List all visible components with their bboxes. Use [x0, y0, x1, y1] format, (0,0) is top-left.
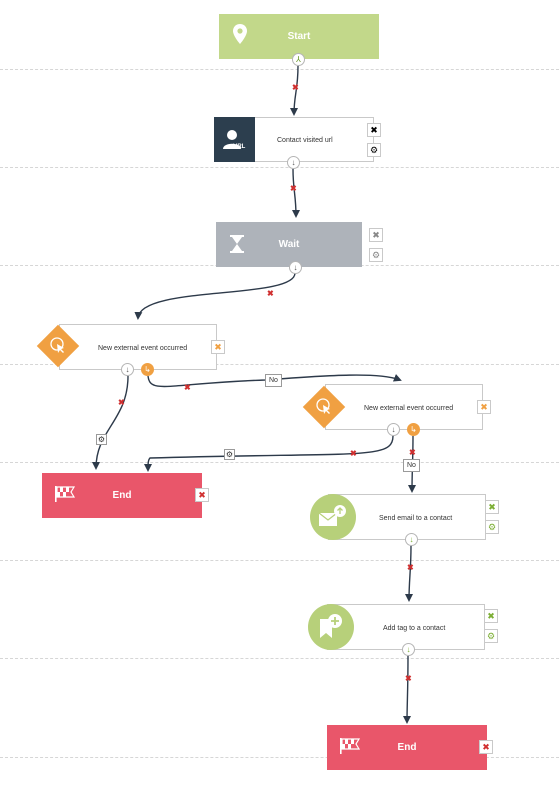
add-tag-settings-button[interactable]: ⚙ — [484, 629, 498, 643]
wait-delete-button[interactable]: ✖ — [369, 228, 383, 242]
no-branch-label-2: No — [403, 459, 420, 472]
start-output-port[interactable]: ⅄ — [292, 53, 305, 66]
add-tag-output-port[interactable]: ↓ — [402, 643, 415, 656]
connector-settings-button[interactable]: ⚙ — [96, 434, 107, 445]
row-divider — [0, 560, 559, 561]
hourglass-icon — [230, 235, 244, 256]
contact-visited-url-label: Contact visited url — [277, 137, 333, 144]
delete-connector-icon[interactable]: ✖ — [405, 674, 412, 683]
end-1-delete-button[interactable]: ✖ — [195, 488, 209, 502]
end-node-2[interactable]: End — [327, 725, 487, 770]
end-2-delete-button[interactable]: ✖ — [479, 740, 493, 754]
start-label: Start — [287, 31, 311, 42]
external-event-2-settings-button[interactable]: ✖ — [477, 400, 491, 414]
connector-contact-wait — [291, 168, 300, 218]
delete-connector-icon[interactable]: ✖ — [409, 448, 416, 457]
delete-connector-icon[interactable]: ✖ — [118, 398, 125, 407]
row-divider — [0, 69, 559, 70]
end-label-1: End — [112, 490, 132, 501]
url-icon-text: URL — [233, 144, 246, 150]
start-node[interactable]: Start — [219, 14, 379, 59]
send-email-delete-button[interactable]: ✖ — [485, 500, 499, 514]
add-tag-label: Add tag to a contact — [383, 624, 446, 632]
delete-connector-icon[interactable]: ✖ — [184, 383, 191, 392]
external-event-1-settings-button[interactable]: ✖ — [211, 340, 225, 354]
external-event-2-no-port[interactable]: ↳ — [407, 423, 420, 436]
row-divider — [0, 167, 559, 168]
connector-wait-event1 — [134, 272, 296, 320]
row-divider — [0, 462, 559, 463]
external-event-node-1[interactable]: New external event occurred — [59, 324, 217, 370]
no-branch-label-1: No — [265, 374, 282, 387]
connector-start-contact — [290, 65, 299, 116]
email-send-icon — [310, 494, 356, 540]
delete-connector-icon[interactable]: ✖ — [350, 449, 357, 458]
delete-connector-icon[interactable]: ✖ — [290, 184, 297, 193]
wait-node[interactable]: Wait — [216, 222, 362, 267]
contact-visited-url-settings-button[interactable]: ⚙ — [367, 143, 381, 157]
wait-settings-button[interactable]: ⚙ — [369, 248, 383, 262]
cursor-click-icon-glyph — [50, 337, 64, 353]
end-node-1[interactable]: End — [42, 473, 202, 518]
external-event-1-no-port[interactable]: ↳ — [141, 363, 154, 376]
checkered-flag-icon — [54, 485, 76, 506]
external-event-label-2: New external event occurred — [364, 404, 454, 412]
external-event-2-yes-port[interactable]: ↓ — [387, 423, 400, 436]
external-event-label-1: New external event occurred — [98, 344, 188, 352]
cursor-click-icon-glyph — [316, 398, 330, 414]
send-email-output-port[interactable]: ↓ — [405, 533, 418, 546]
send-email-settings-button[interactable]: ⚙ — [485, 520, 499, 534]
delete-connector-icon[interactable]: ✖ — [267, 289, 274, 298]
connector-settings-button[interactable]: ⚙ — [224, 449, 235, 460]
contact-visited-url-delete-button[interactable]: ✖ — [367, 123, 381, 137]
user-url-icon: URL — [214, 117, 255, 162]
end-label-2: End — [397, 742, 417, 753]
row-divider — [0, 757, 559, 758]
send-email-label: Send email to a contact — [379, 514, 453, 522]
map-pin-icon — [233, 24, 247, 47]
bookmark-add-icon — [308, 604, 354, 650]
connector-event1-end1 — [92, 375, 129, 470]
branch-icon: ⅄ — [296, 55, 301, 64]
connector-tag-end2 — [403, 655, 412, 724]
connector-event2-end1 — [144, 435, 394, 472]
wait-output-port[interactable]: ↓ — [289, 261, 302, 274]
external-event-node-2[interactable]: New external event occurred — [325, 384, 483, 430]
delete-connector-icon[interactable]: ✖ — [407, 563, 414, 572]
external-event-1-yes-port[interactable]: ↓ — [121, 363, 134, 376]
contact-visited-url-output-port[interactable]: ↓ — [287, 156, 300, 169]
row-divider — [0, 364, 559, 365]
contact-visited-url-node[interactable]: URL Contact visited url — [214, 117, 374, 162]
add-tag-delete-button[interactable]: ✖ — [484, 609, 498, 623]
checkered-flag-icon — [339, 737, 361, 758]
wait-label: Wait — [278, 239, 300, 250]
delete-connector-icon[interactable]: ✖ — [292, 83, 299, 92]
row-divider — [0, 658, 559, 659]
connector-email-tag — [405, 545, 414, 602]
